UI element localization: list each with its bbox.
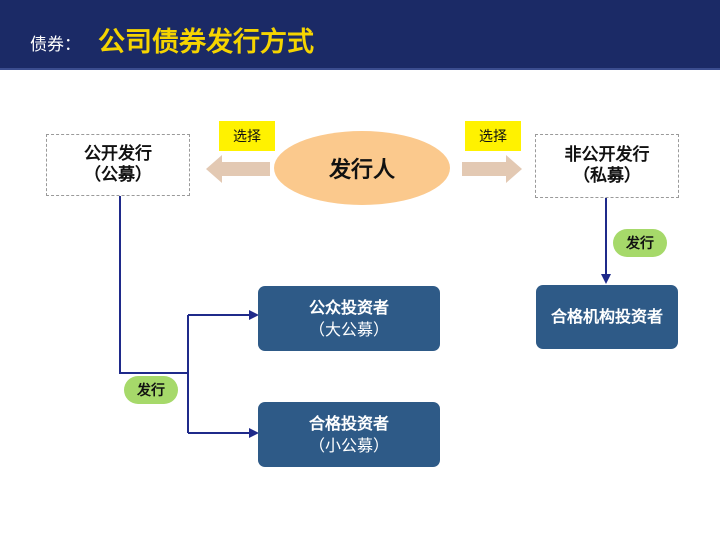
issuer-label: 发行人 [328, 158, 395, 183]
qualified-investors-sublabel: （小公募） [308, 435, 389, 455]
header-divider [0, 68, 720, 70]
issuer-ellipse: 发行人 [274, 131, 450, 205]
public-investors-label: 公众投资者 [308, 297, 389, 317]
page-title: 公司债券发行方式 [98, 27, 314, 58]
header-bar: 债券： 公司债券发行方式 [0, 0, 720, 70]
public-issue-label: 公开发行 [84, 143, 152, 164]
issue-label-right: 发行 [626, 236, 654, 252]
institutional-investors-label: 合格机构投资者 [550, 307, 663, 327]
choose-label-left: 选择 [233, 129, 261, 145]
right-choice-arrow [462, 155, 522, 183]
public-investors-box: 公众投资者 （大公募） [258, 286, 440, 351]
choose-callout-right: 选择 [465, 121, 521, 151]
issue-badge-right: 发行 [613, 229, 667, 257]
left-choice-arrow [206, 155, 270, 183]
private-issue-label: 非公开发行 [564, 144, 650, 165]
qualified-investors-label: 合格投资者 [308, 413, 389, 433]
private-issue-box: 非公开发行 （私募） [535, 134, 679, 198]
issue-badge-left: 发行 [124, 376, 178, 404]
issue-label-left: 发行 [137, 383, 165, 399]
choose-callout-left: 选择 [219, 121, 275, 151]
private-issue-sublabel: （私募） [573, 166, 641, 186]
institutional-investors-box: 合格机构投资者 [536, 285, 678, 349]
choose-label-right: 选择 [479, 129, 507, 145]
qualified-investors-box: 合格投资者 （小公募） [258, 402, 440, 467]
public-investors-sublabel: （大公募） [308, 319, 389, 339]
public-issue-box: 公开发行 （公募） [46, 134, 190, 196]
public-issue-sublabel: （公募） [84, 165, 152, 185]
public-issue-connector [119, 196, 188, 374]
header-prefix: 债券： [30, 35, 81, 55]
